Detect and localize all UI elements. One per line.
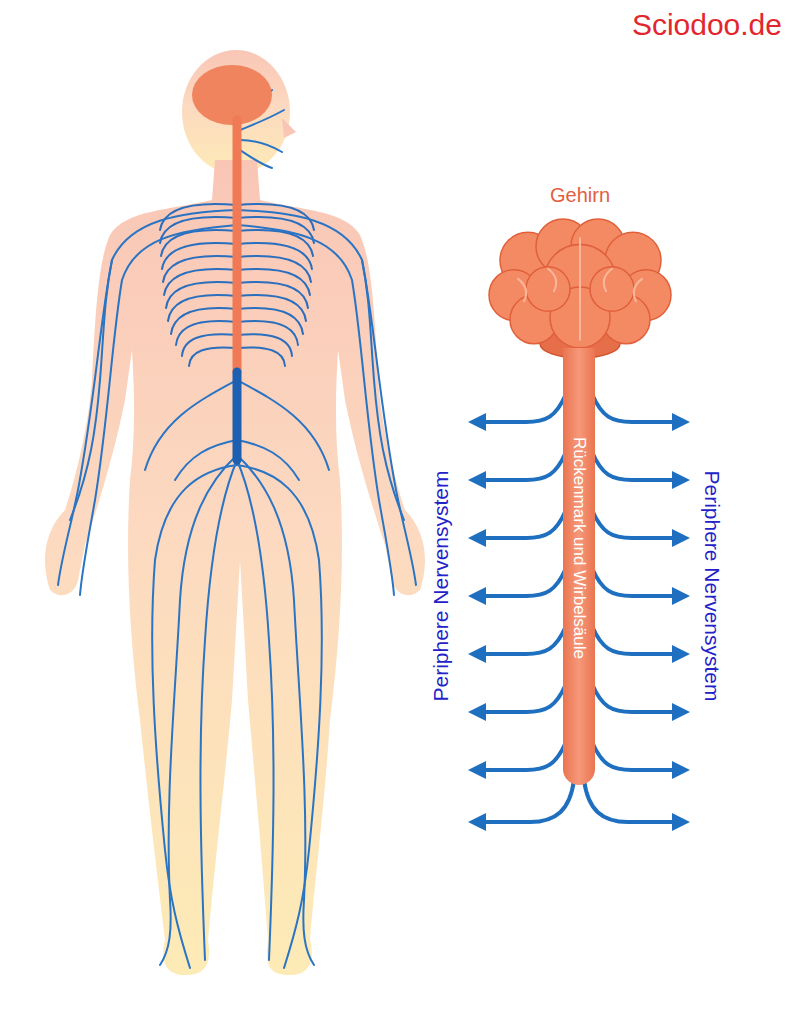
organ-heading: Gehirn bbox=[550, 184, 610, 207]
leg-nerve bbox=[237, 460, 274, 960]
system-label: Periphere Nervensystem bbox=[700, 470, 724, 701]
brain-node: Gehirn bbox=[488, 182, 672, 360]
leg-nerve bbox=[200, 460, 237, 960]
watermark: Sciodoo.de bbox=[632, 8, 782, 42]
arm-nerve bbox=[237, 210, 416, 585]
nose-silhouette bbox=[282, 118, 296, 138]
brain-shape bbox=[488, 218, 672, 360]
system-label: Periphere Nervensystem bbox=[429, 470, 453, 701]
figure-brain bbox=[192, 65, 272, 125]
arrow-line bbox=[482, 780, 676, 822]
arrow-head bbox=[468, 813, 690, 831]
arm-nerve bbox=[58, 210, 237, 585]
leg-nerve bbox=[160, 455, 237, 965]
arm-nerve bbox=[362, 260, 404, 520]
figure-cauda bbox=[233, 372, 242, 460]
figure-spinal-cord bbox=[233, 120, 242, 372]
vertical-organ-label: Rückenmark und Wirbelsäule bbox=[569, 437, 589, 659]
leg-nerve bbox=[237, 465, 322, 968]
brain-outline bbox=[488, 218, 672, 360]
limb-nerves bbox=[58, 90, 416, 968]
leg-nerve bbox=[237, 455, 314, 965]
leg-nerve bbox=[152, 465, 237, 968]
arm-nerve bbox=[70, 260, 112, 520]
spinal-cord-node: Rückenmark und Wirbelsäule bbox=[563, 348, 595, 785]
